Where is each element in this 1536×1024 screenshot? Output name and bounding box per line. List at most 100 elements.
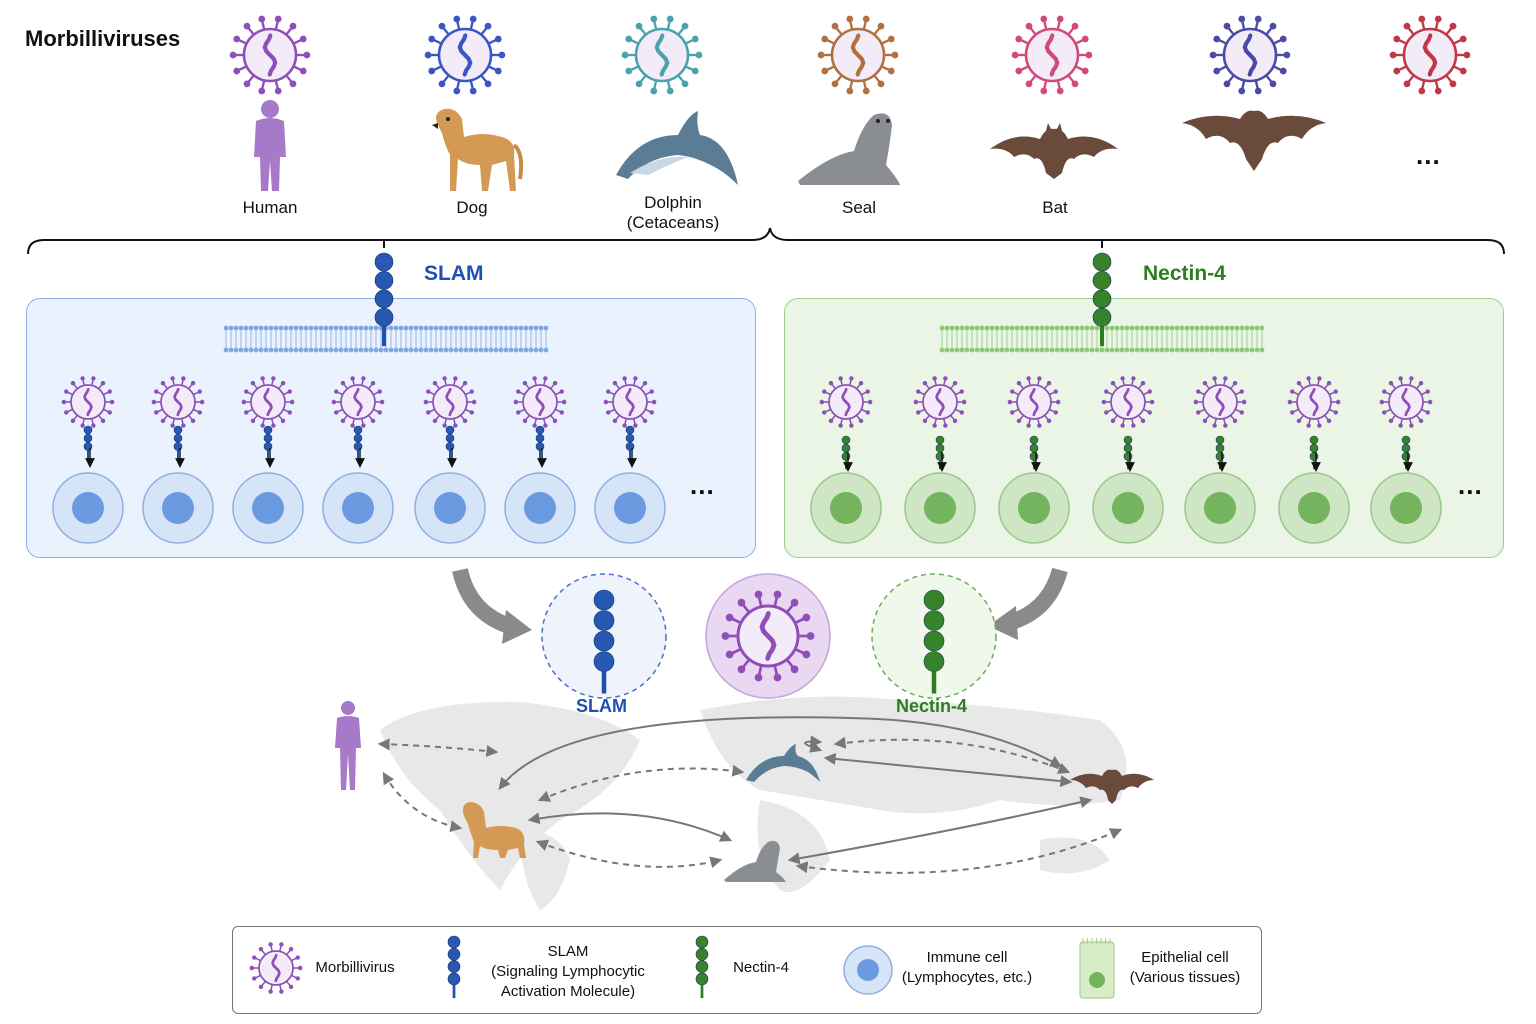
virus-icon (229, 15, 311, 95)
virus-icon (817, 15, 899, 95)
virus-icon (61, 376, 115, 428)
transmission-arrow (527, 812, 733, 842)
virus-icon (241, 376, 295, 428)
dog-icon (462, 802, 526, 858)
dolphin-icon (616, 111, 738, 185)
bat-icon (1070, 769, 1154, 804)
slam-receptor-icon (625, 425, 635, 460)
nectin-receptor-icon (1092, 252, 1112, 347)
slam-receptor-icon (173, 425, 183, 460)
legend-nectin-label: Nectin-4 (733, 959, 789, 976)
grouping-brace (27, 227, 1505, 255)
immune-cell-icon (594, 472, 666, 544)
bat-icon (990, 123, 1118, 179)
dog-icon (432, 108, 524, 191)
immune-cell-icon (142, 472, 214, 544)
nectin-receptor-icon (841, 435, 851, 470)
epithelial-cell-icon (1079, 938, 1115, 999)
virus-icon (1379, 376, 1433, 428)
host-animals (254, 100, 1326, 191)
cell-membrane (223, 325, 549, 353)
virus-icon (621, 15, 703, 95)
slam-receptor-icon (593, 589, 615, 694)
virus-icon (1389, 15, 1471, 95)
slam-title: SLAM (424, 262, 484, 285)
nectin-receptor-icon (1309, 435, 1319, 470)
virus-icon (331, 376, 385, 428)
immune-cell-icon (322, 472, 394, 544)
nectin-receptor-icon (1123, 435, 1133, 470)
slam-receptor-icon (353, 425, 363, 460)
virus-icon (1101, 376, 1155, 428)
legend-epithelial-cell-label: Epithelial cell (Various tissues) (1129, 949, 1241, 986)
immune-cell-icon (414, 472, 486, 544)
virus-icon (1007, 376, 1061, 428)
nectin-receptor-icon (695, 935, 709, 999)
virus-row (229, 15, 1471, 95)
virus-icon (819, 376, 873, 428)
nectin-receptor-icon (923, 589, 945, 694)
epithelial-cell-icon (810, 472, 882, 544)
human-icon (254, 100, 286, 191)
virus-icon (913, 376, 967, 428)
epithelial-cell-icon (1092, 472, 1164, 544)
legend-immune-cell-label: Immune cell (Lymphocytes, etc.) (901, 949, 1033, 986)
virus-icon (1193, 376, 1247, 428)
page-title: Morbilliviruses (25, 26, 181, 51)
epithelial-cell-icon (1278, 472, 1350, 544)
immune-cell-icon (504, 472, 576, 544)
slam-receptor-icon (535, 425, 545, 460)
epithelial-cell-icon (1184, 472, 1256, 544)
seal-icon (724, 840, 786, 882)
legend-slam-label: SLAM (Signaling Lymphocytic Activation M… (491, 943, 645, 1000)
convergence-arrow-head (502, 610, 532, 644)
slam-receptor-icon (83, 425, 93, 460)
virus-icon (151, 376, 205, 428)
immune-cell-icon (843, 945, 893, 995)
virus-icon (423, 376, 477, 428)
virus-icon (721, 590, 815, 682)
nectin-receptor-icon (1029, 435, 1039, 470)
epithelial-cell-icon (998, 472, 1070, 544)
transmission-arrow (377, 738, 499, 757)
seal-icon (798, 113, 900, 185)
host-label-dog: Dog (456, 198, 488, 217)
nectin-receptor-icon (1215, 435, 1225, 470)
nectin-receptor-icon (935, 435, 945, 470)
immune-cell-icon (52, 472, 124, 544)
virus-icon (1011, 15, 1093, 95)
host-label-human: Human (242, 198, 298, 217)
more-cells-marker-slam: ... (690, 470, 715, 500)
transmission-arrow (804, 735, 823, 753)
center-nectin-label: Nectin-4 (896, 696, 968, 716)
legend-icons (249, 935, 1115, 999)
more-hosts-marker: ... (1416, 140, 1441, 170)
slam-receptor-icon (447, 935, 461, 999)
legend-virus-label: Morbillivirus (315, 959, 395, 976)
receptor-binding-panels (52, 252, 1442, 544)
immune-cell-icon (232, 472, 304, 544)
epithelial-cell-icon (904, 472, 976, 544)
center-slam-label: SLAM (576, 696, 627, 716)
transmission-arrow (795, 828, 1123, 874)
more-cells-marker-nectin: ... (1458, 470, 1483, 500)
transmission-map (335, 567, 1154, 910)
bat-icon (1182, 110, 1326, 171)
slam-receptor-icon (445, 425, 455, 460)
transmission-arrow (382, 771, 463, 832)
host-label-bat: Bat (1042, 198, 1068, 217)
convergence-arrow-head (988, 606, 1018, 640)
slam-receptor-icon (374, 252, 394, 347)
virus-icon (603, 376, 657, 428)
virus-icon (249, 942, 303, 994)
host-label-seal: Seal (841, 198, 877, 217)
epithelial-cell-icon (1370, 472, 1442, 544)
transmission-arrow (535, 839, 723, 869)
virus-icon (1209, 15, 1291, 95)
nectin-title: Nectin-4 (1143, 262, 1226, 285)
cell-membrane (939, 325, 1265, 353)
transmission-arrow (537, 764, 745, 802)
nectin-receptor-icon (1401, 435, 1411, 470)
human-icon (335, 701, 361, 790)
slam-receptor-icon (263, 425, 273, 460)
